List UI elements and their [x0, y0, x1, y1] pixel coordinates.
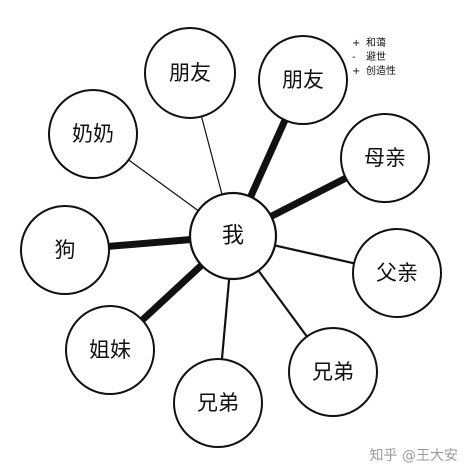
node-circle [173, 358, 263, 448]
node-label: 兄弟 [312, 360, 354, 384]
node-label: 朋友 [282, 68, 324, 92]
legend-item: -避世 [352, 51, 396, 65]
node-circle [144, 27, 236, 119]
legend-sign: + [352, 66, 361, 77]
legend-sign: + [352, 38, 361, 49]
legend-text: 和蔼 [366, 38, 386, 49]
center-node: 我 [188, 191, 278, 281]
node-sister: 姐妹 [65, 305, 155, 395]
node-grandma: 奶奶 [48, 89, 138, 179]
attribute-legend: + 和蔼 -避世 + 创造性 [352, 37, 396, 79]
node-circle [65, 305, 155, 395]
node-circle [288, 327, 378, 417]
node-label: 奶奶 [72, 122, 114, 146]
node-label: 父亲 [376, 261, 418, 285]
center-node-circle [188, 191, 278, 281]
node-label: 姐妹 [89, 338, 131, 362]
node-mother: 母亲 [340, 113, 430, 203]
node-label: 狗 [55, 238, 76, 262]
node-friend-1: 朋友 [144, 27, 236, 119]
node-circle [258, 35, 348, 125]
legend-item: + 和蔼 [352, 37, 396, 51]
watermark: 知乎 @王大安 [369, 448, 458, 464]
node-label: 朋友 [169, 61, 211, 85]
center-node-label: 我 [222, 224, 244, 249]
node-label: 母亲 [364, 146, 406, 170]
legend-sign: - [352, 52, 356, 63]
node-circle [48, 89, 138, 179]
node-dog: 狗 [20, 205, 110, 295]
legend-text: 避世 [366, 52, 386, 63]
node-circle [20, 205, 110, 295]
node-friend-2: 朋友 [258, 35, 348, 125]
node-father: 父亲 [352, 228, 442, 318]
node-brother-2: 兄弟 [288, 327, 378, 417]
node-circle [340, 113, 430, 203]
legend-item: + 创造性 [352, 65, 396, 79]
node-brother-1: 兄弟 [173, 358, 263, 448]
node-label: 兄弟 [197, 391, 239, 415]
legend-text: 创造性 [366, 66, 396, 77]
nodes-layer: 朋友朋友奶奶母亲狗父亲姐妹兄弟兄弟 [20, 27, 442, 448]
node-circle [352, 228, 442, 318]
